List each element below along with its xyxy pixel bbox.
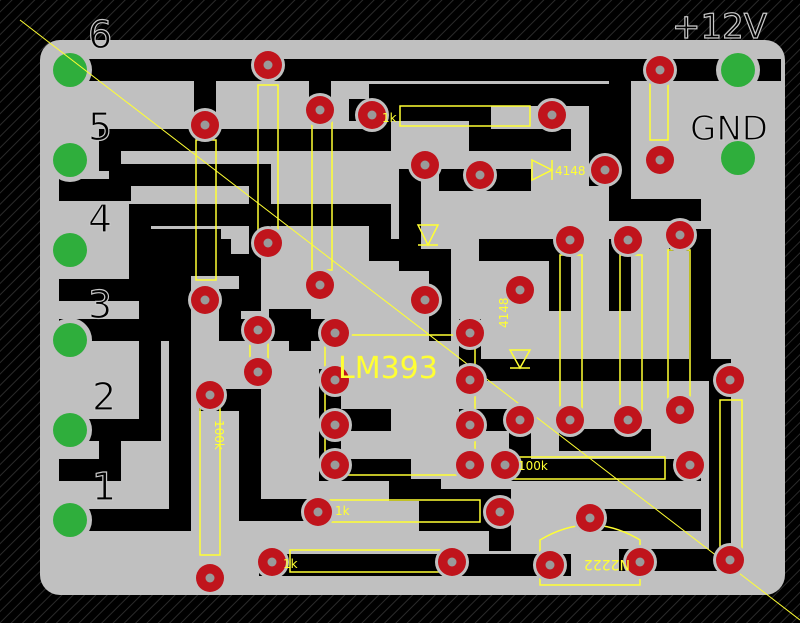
pad-37 — [301, 495, 335, 529]
pad-14 — [408, 283, 442, 317]
pad-29 — [553, 403, 587, 437]
pad-45 — [193, 561, 227, 595]
pad-35 — [488, 448, 522, 482]
pad-5 — [535, 98, 569, 132]
pad-6 — [643, 53, 677, 87]
pad-17 — [663, 218, 697, 252]
pad-39 — [573, 501, 607, 535]
pad-41 — [435, 545, 469, 579]
pad-11 — [251, 226, 285, 260]
pad-1 — [251, 48, 285, 82]
pad-3 — [303, 93, 337, 127]
component-pads — [188, 48, 747, 595]
pad-33 — [318, 448, 352, 482]
header-pin-1[interactable] — [48, 498, 92, 542]
power-label-ground: GND — [690, 109, 768, 149]
resistor-outline-4 — [399, 105, 531, 127]
header-label-5: 5 — [88, 105, 112, 149]
pad-27 — [453, 408, 487, 442]
header-pin-6[interactable] — [48, 48, 92, 92]
header-label-4: 4 — [88, 197, 112, 241]
header-pin-3[interactable] — [48, 318, 92, 362]
pad-19 — [318, 316, 352, 350]
diode-symbol-mid — [508, 349, 532, 370]
pad-23 — [318, 363, 352, 397]
label-r-left-vertical: 100k — [212, 420, 226, 450]
pad-18 — [503, 273, 537, 307]
pad-22 — [241, 355, 275, 389]
chip-label: LM393 — [338, 351, 438, 386]
label-r-lower-right: 100k — [518, 459, 548, 473]
header-label-2: 2 — [92, 375, 116, 419]
pad-12 — [303, 268, 337, 302]
diode-symbol-top — [531, 158, 554, 182]
pad-16 — [611, 223, 645, 257]
pad-38 — [483, 495, 517, 529]
pad-4 — [355, 98, 389, 132]
label-diode-mid: 4148 — [497, 297, 511, 328]
header-label-6: 6 — [88, 13, 112, 57]
lm393-outline — [324, 334, 476, 476]
pad-30 — [611, 403, 645, 437]
label-transistor: N2222 — [584, 556, 630, 572]
pad-26 — [318, 408, 352, 442]
pad-2 — [188, 108, 222, 142]
pad-20 — [453, 316, 487, 350]
pad-15 — [553, 223, 587, 257]
silkscreen-diagonal — [19, 19, 800, 621]
label-r-top-horizontal: 1k — [382, 111, 397, 125]
label-r-bottom-left: 1k — [283, 557, 298, 571]
diode-symbol-vertical — [416, 224, 440, 247]
pad-42 — [533, 548, 567, 582]
pad-44 — [713, 543, 747, 577]
label-diode-top: 4148 — [555, 164, 586, 178]
pad-13 — [188, 283, 222, 317]
pad-32 — [713, 363, 747, 397]
pad-10 — [588, 153, 622, 187]
header-label-3: 3 — [88, 283, 112, 327]
pad-25 — [193, 378, 227, 412]
pad-36 — [673, 448, 707, 482]
pad-28 — [503, 403, 537, 437]
pad-34 — [453, 448, 487, 482]
pad-7 — [643, 143, 677, 177]
pad-9 — [463, 158, 497, 192]
header-pin-2[interactable] — [48, 408, 92, 452]
header-pin-4[interactable] — [48, 228, 92, 272]
diode-symbols — [416, 158, 554, 370]
pad-40 — [255, 545, 289, 579]
pad-21 — [241, 313, 275, 347]
header-label-1: 1 — [92, 465, 116, 509]
label-r-bottom-horizontal: 1k — [335, 504, 350, 518]
power-label-plus: +12V — [672, 7, 767, 47]
power-pin-plus[interactable] — [716, 48, 760, 92]
connector-pads — [48, 48, 760, 542]
pad-8 — [408, 148, 442, 182]
pad-43 — [623, 545, 657, 579]
pad-31 — [663, 393, 697, 427]
header-pin-5[interactable] — [48, 138, 92, 182]
pad-24 — [453, 363, 487, 397]
power-pin-ground[interactable] — [716, 136, 760, 180]
